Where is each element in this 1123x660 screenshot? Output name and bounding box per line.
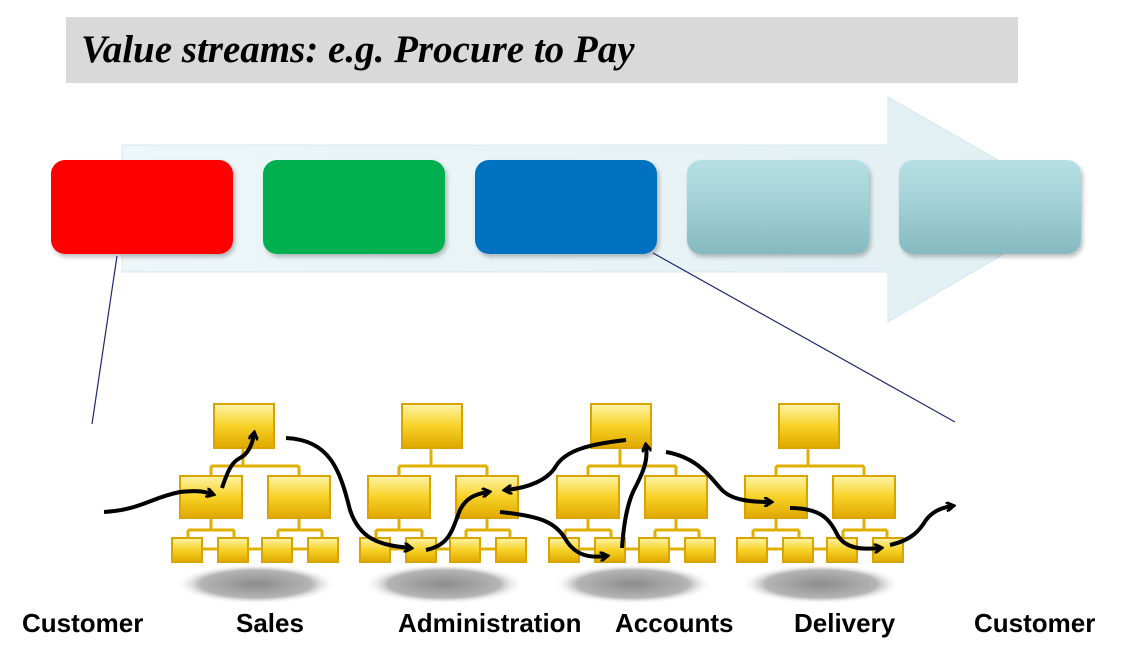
org-chart-icon [548, 403, 716, 604]
label-accounts: Accounts [615, 608, 734, 638]
title-bar: Value streams: e.g. Procure to Pay [66, 17, 1018, 83]
flow-arrow [620, 446, 647, 549]
label-sales: Sales [236, 608, 304, 638]
flow-arrow [103, 491, 212, 514]
org-node-leaf [261, 537, 293, 563]
org-shadow [741, 564, 901, 604]
org-node-leaf [638, 537, 670, 563]
org-shadow [553, 564, 713, 604]
flow-arrow [506, 438, 627, 490]
flow-arrow [665, 450, 770, 502]
org-node-leaf [736, 537, 768, 563]
flow-arrow [789, 506, 880, 549]
org-node-mid [644, 475, 708, 519]
zoom-line-left [91, 255, 118, 425]
org-chart-icon [171, 403, 339, 604]
org-node-mid [556, 475, 620, 519]
org-node-top [401, 403, 463, 449]
flow-arrow [499, 510, 606, 557]
flow-arrow [220, 434, 254, 489]
label-customer-start: Customer [22, 608, 144, 638]
org-node-mid [267, 475, 331, 519]
org-shadow [176, 564, 336, 604]
org-node-leaf [217, 537, 249, 563]
label-administration: Administration [398, 608, 582, 638]
org-node-top [778, 403, 840, 449]
stage-box-5 [899, 160, 1081, 254]
stage-box-3 [475, 160, 657, 254]
flow-arrow [285, 436, 410, 548]
org-node-leaf [307, 537, 339, 563]
page-title: Value streams: e.g. Procure to Pay [81, 28, 635, 71]
label-delivery: Delivery [794, 608, 896, 638]
flow-arrow [425, 492, 488, 552]
stage-box-2 [263, 160, 445, 254]
org-node-leaf [782, 537, 814, 563]
stage-box-4 [687, 160, 869, 254]
org-chart-icon [359, 403, 527, 604]
zoom-line-right [652, 252, 956, 423]
stage-box-1 [51, 160, 233, 254]
org-shadow [364, 564, 524, 604]
org-node-leaf [449, 537, 481, 563]
org-node-mid [832, 475, 896, 519]
org-node-leaf [495, 537, 527, 563]
org-node-leaf [171, 537, 203, 563]
flow-arrow [889, 506, 952, 547]
org-node-top [590, 403, 652, 449]
org-node-mid [744, 475, 808, 519]
label-customer-end: Customer [974, 608, 1096, 638]
org-chart-icon [736, 403, 904, 604]
org-node-top [213, 403, 275, 449]
org-node-mid [367, 475, 431, 519]
org-node-leaf [684, 537, 716, 563]
